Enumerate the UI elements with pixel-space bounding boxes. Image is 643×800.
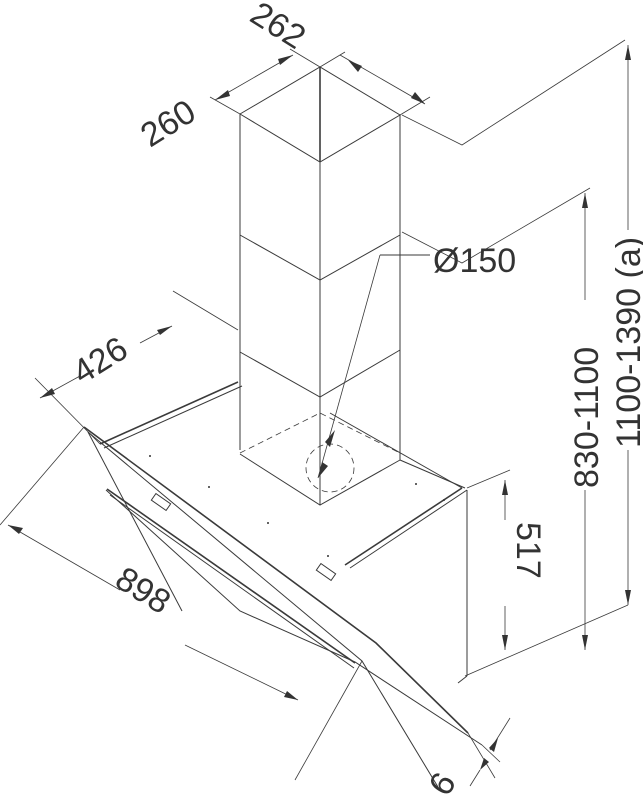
label-glass-thickness: 6 (422, 766, 464, 800)
label-chimney-depth: 260 (134, 92, 202, 154)
label-canopy-width: 898 (109, 560, 177, 622)
dimension-labels: 262 260 426 Ø150 898 517 6 830-1100 1100… (66, 0, 643, 800)
duct-opening (239, 254, 430, 493)
label-duct-diameter: Ø150 (433, 242, 516, 280)
label-chimney-width: 262 (244, 0, 312, 57)
label-total-height-range: 1100-1390 (a) (610, 237, 643, 448)
dimension-lines (0, 39, 631, 787)
label-chimney-height-range: 830-1100 (568, 347, 606, 488)
label-canopy-height: 517 (509, 522, 547, 579)
label-canopy-depth: 426 (66, 329, 134, 391)
chimney (239, 66, 401, 506)
